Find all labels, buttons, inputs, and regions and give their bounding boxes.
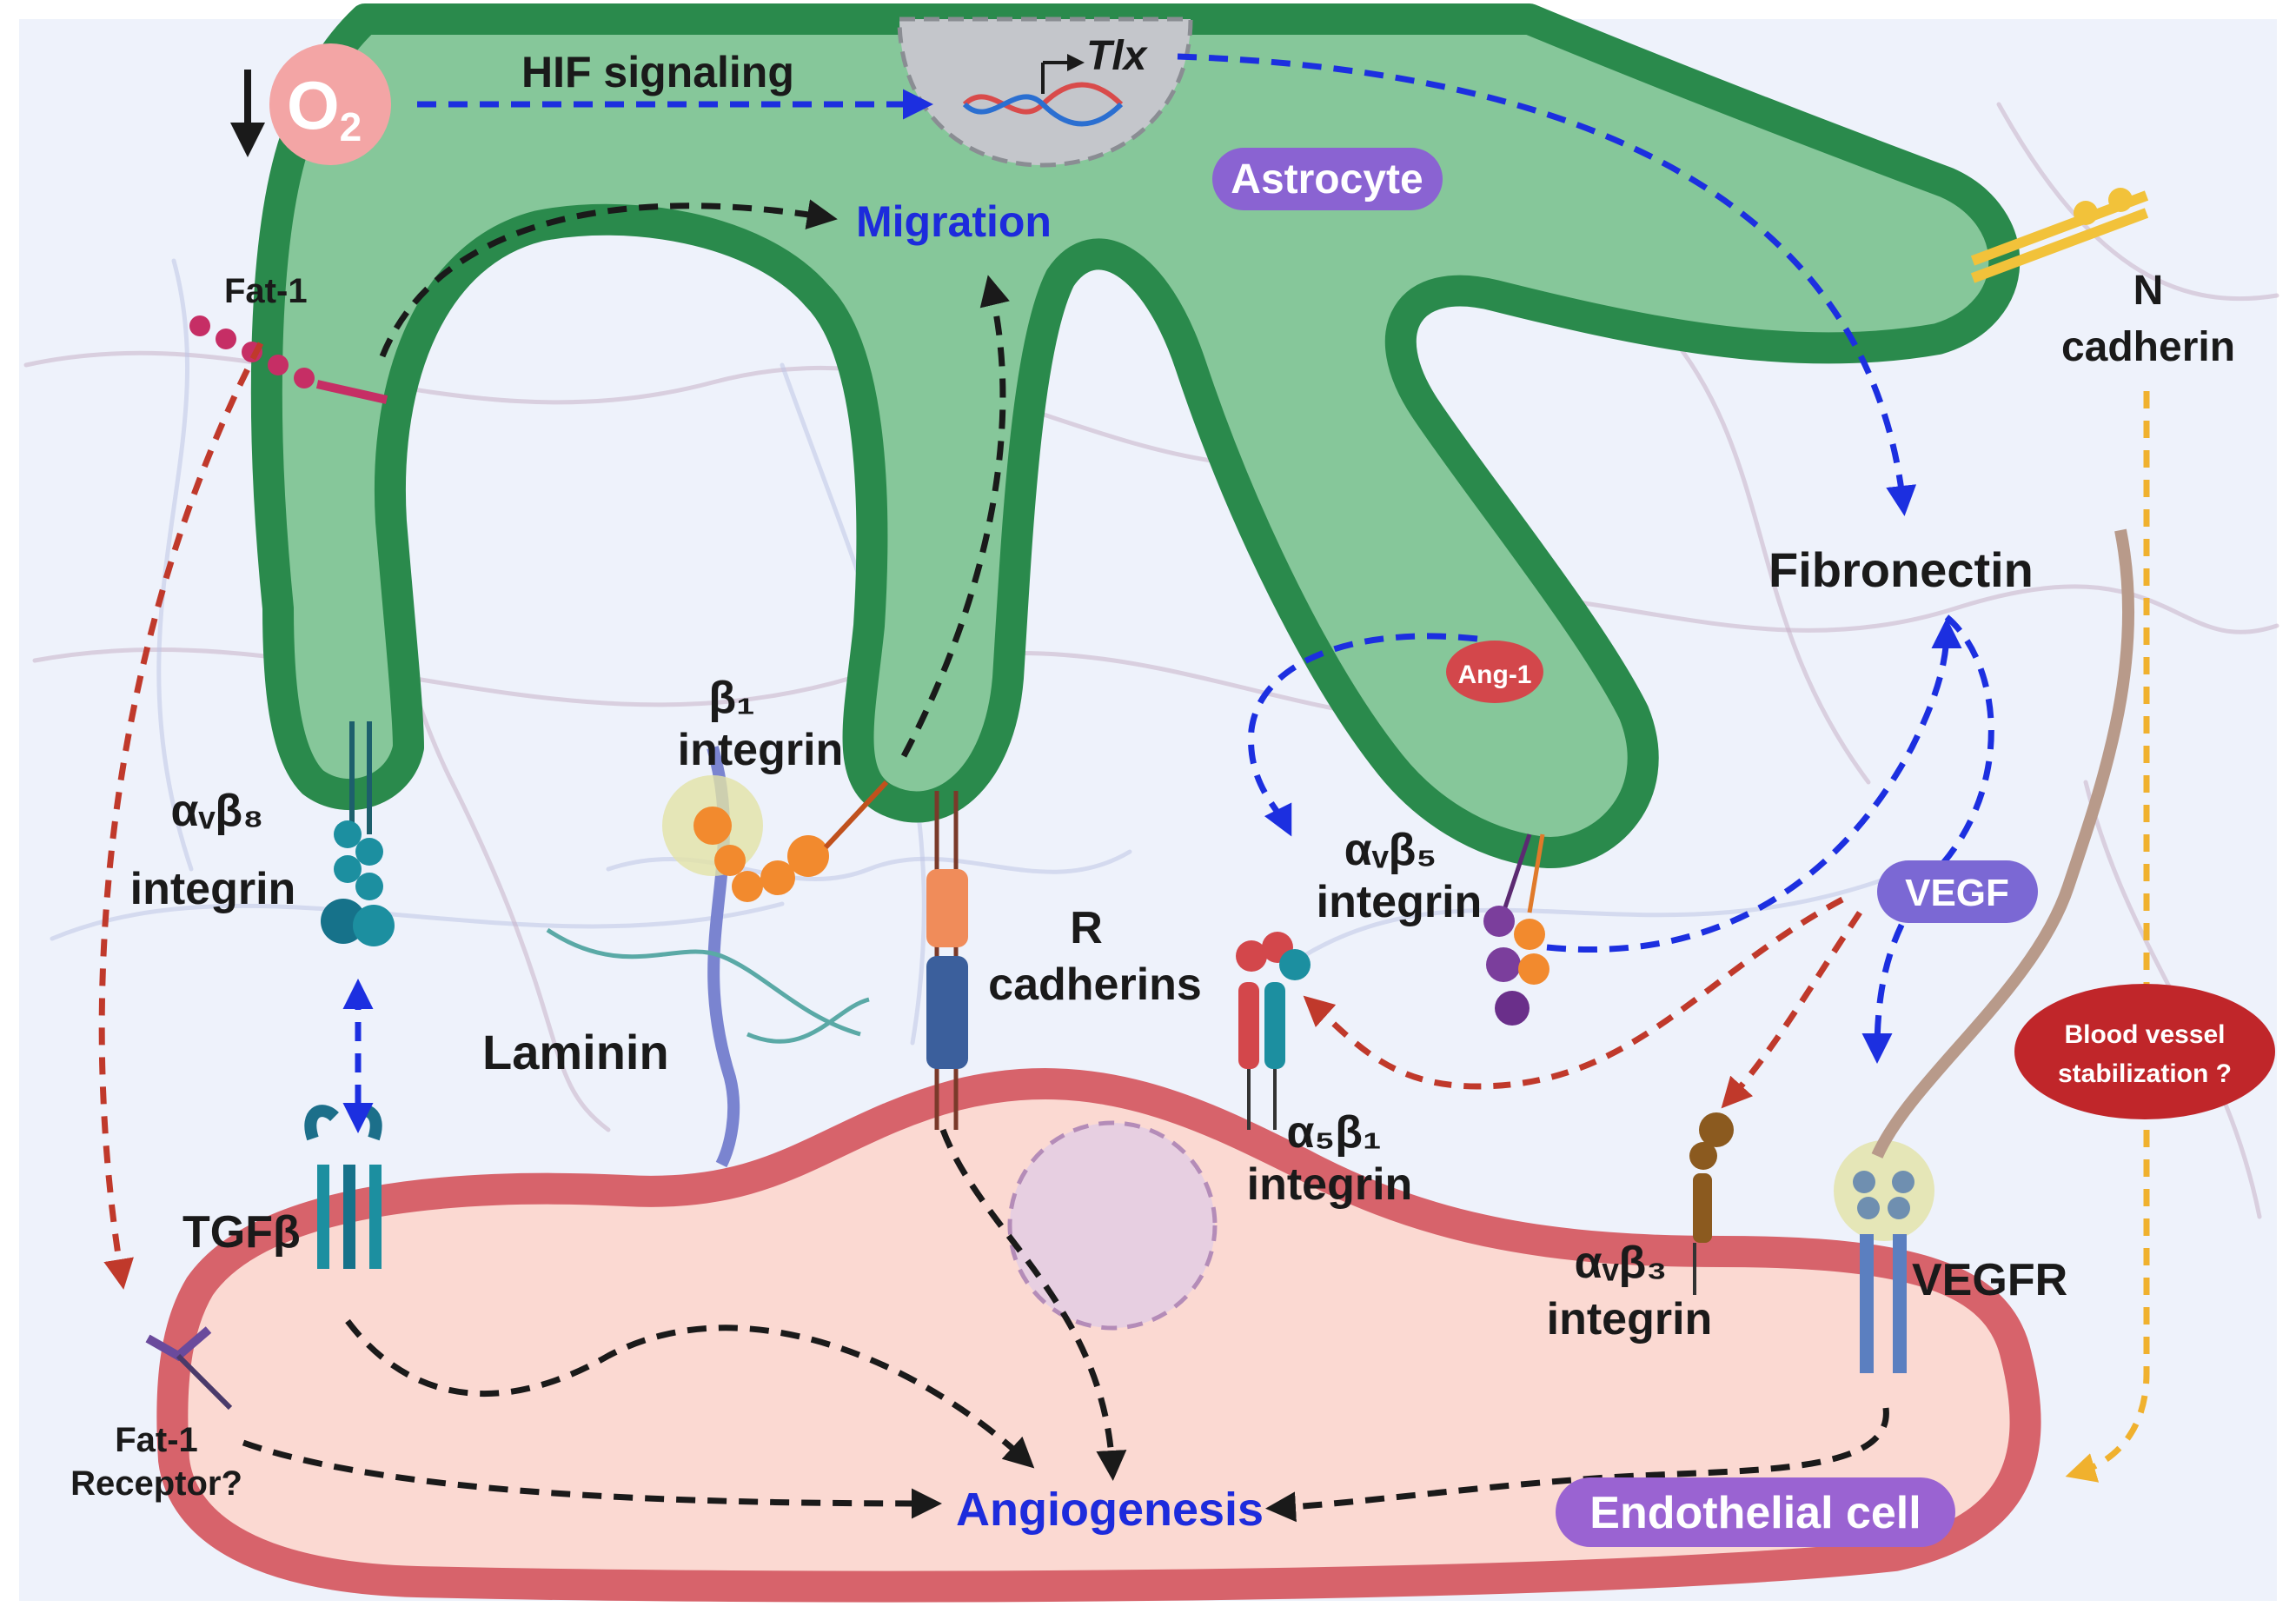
avb8-label-line1: αᵥβ₈: [171, 786, 264, 836]
a5b1-label-line2: integrin: [1247, 1159, 1413, 1210]
avb8-label-line2: integrin: [130, 864, 296, 914]
vegfr-label: VEGFR: [1912, 1255, 2067, 1305]
avb5-label-line2: integrin: [1317, 877, 1483, 927]
tgfb-label: TGFβ: [182, 1207, 301, 1258]
angiogenesis-label: Angiogenesis: [956, 1484, 1264, 1536]
avb5-integrin-molecule: [1483, 833, 1549, 1026]
blood-vessel-label-line2: stabilization ?: [2058, 1059, 2232, 1088]
arrows: [98, 53, 2150, 1523]
astrocyte-cell: [250, 3, 2021, 868]
n-cadherin-label-line1: N: [2133, 268, 2164, 314]
migration-label: Migration: [856, 197, 1052, 246]
vegf-pill: [1877, 860, 2038, 923]
avb3-integrin-molecule: [1689, 1112, 1734, 1295]
blood-vessel-label-line1: Blood vessel: [2064, 1020, 2225, 1049]
r-cadherins-label-line1: R: [1070, 903, 1103, 953]
endothelial-cell: [156, 1068, 2041, 1603]
b1-integrin-molecule: [662, 775, 889, 902]
ang1-label: Ang-1: [1458, 661, 1532, 689]
fat1-receptor-label-line1: Fat-1: [115, 1421, 198, 1459]
endothelial-nucleus: [1007, 1120, 1218, 1331]
tlx-label: Tlx: [1086, 33, 1149, 79]
fat1-label: Fat-1: [224, 272, 308, 310]
fibronectin-label: Fibronectin: [1768, 542, 2034, 597]
b1-integrin-label-line2: integrin: [678, 725, 844, 775]
vegfr-molecule: [1834, 1140, 1934, 1373]
fat1-receptor-label-line2: Receptor?: [70, 1464, 242, 1503]
laminin-label: Laminin: [482, 1025, 669, 1079]
r-cadherins-label-line2: cadherins: [988, 959, 1202, 1010]
b1-integrin-label-line1: β₁: [708, 673, 754, 723]
n-cadherin-molecule: [1970, 188, 2149, 283]
avb5-label-line1: αᵥβ₅: [1344, 825, 1437, 875]
fat1-receptor-molecule: [145, 1326, 233, 1411]
fibronectin-strand: [1871, 528, 2135, 1159]
n-cadherin-label-line2: cadherin: [2061, 324, 2235, 370]
oxygen-symbol: [230, 43, 391, 165]
avb3-label-line1: αᵥβ₃: [1575, 1238, 1668, 1288]
blood-vessel-pill: [2014, 984, 2275, 1119]
ang1-pill: [1446, 641, 1543, 703]
astrocyte-label: Astrocyte: [1231, 156, 1423, 202]
astrocyte-nucleus: [897, 17, 1193, 168]
avb3-label-line2: integrin: [1547, 1294, 1713, 1344]
astrocyte-pill: [1212, 148, 1443, 210]
avb8-integrin-molecule: [321, 721, 395, 946]
endothelial-pill: [1556, 1477, 1955, 1547]
a5b1-integrin-molecule: [1236, 932, 1311, 1130]
r-cadherin-molecule: [926, 791, 968, 1130]
hif-label: HIF signaling: [521, 48, 794, 96]
o2-label: O2: [287, 67, 362, 149]
endothelial-label: Endothelial cell: [1589, 1488, 1921, 1538]
a5b1-label-line1: α₅β₁: [1286, 1107, 1381, 1158]
vegf-label: VEGF: [1905, 872, 2009, 914]
